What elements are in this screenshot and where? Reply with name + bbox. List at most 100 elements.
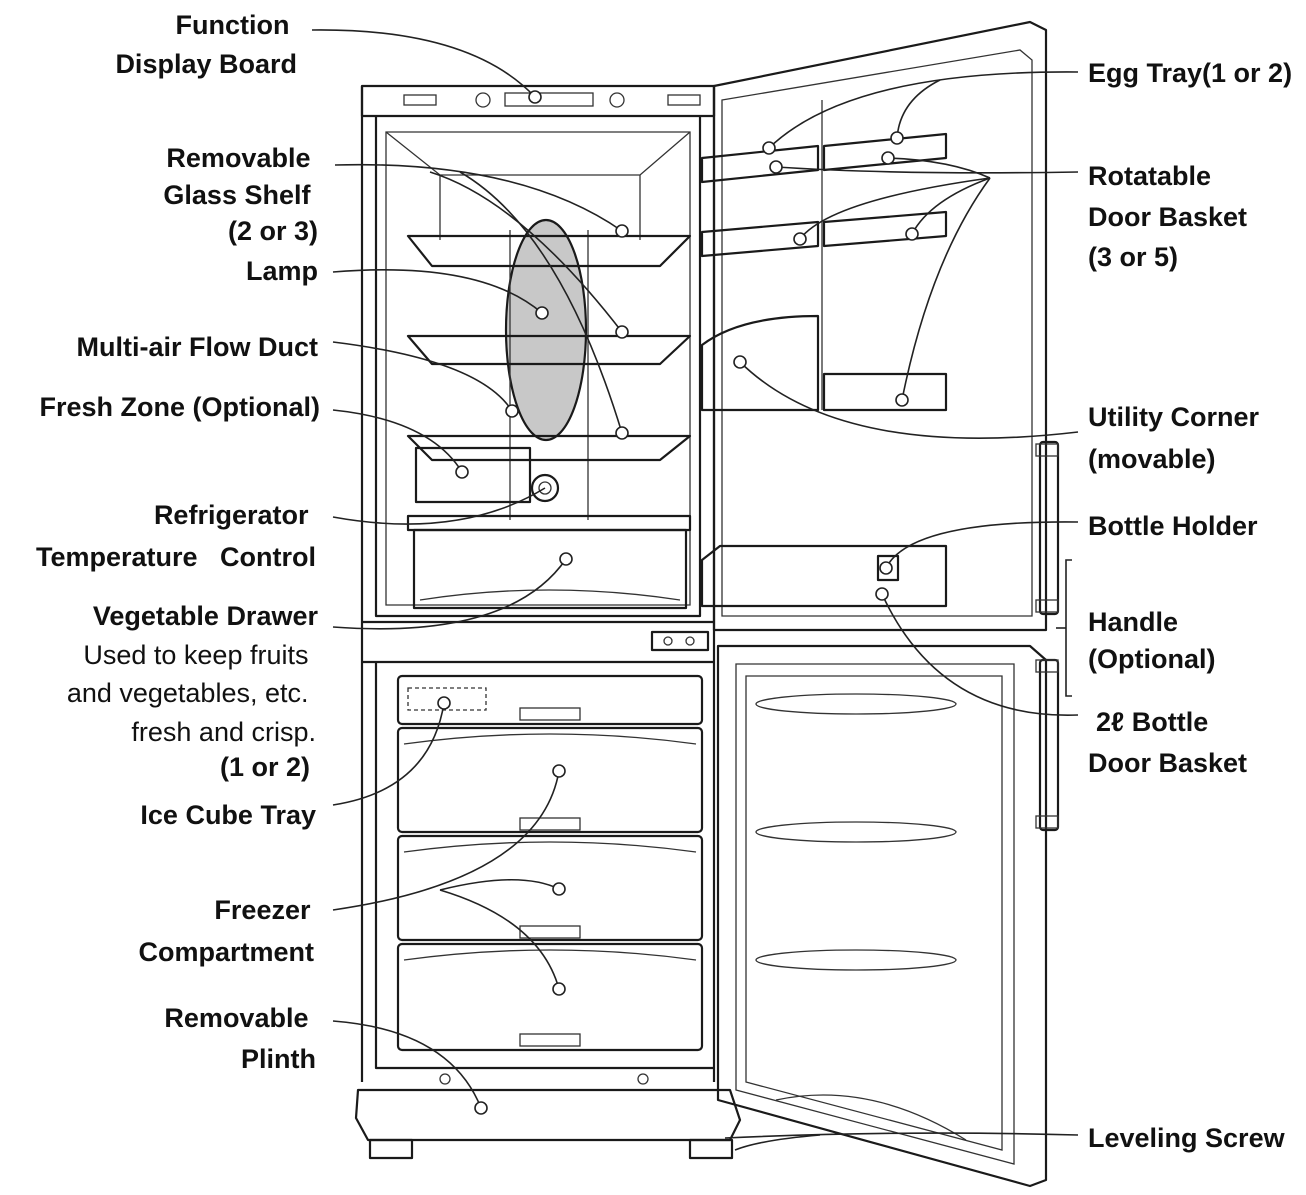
dot-glass-shelf-3 (615, 426, 629, 440)
dot-fresh-zone (455, 465, 469, 479)
upper-handle (1038, 440, 1060, 616)
door-basket-right-2 (822, 372, 948, 412)
label-multi-air-flow-duct: Multi-air Flow Duct (77, 332, 318, 362)
leader-basket-1 (775, 166, 1079, 174)
label-vegetable-drawer-count: (1 or 2) (220, 752, 310, 782)
labels-left: Function Display Board Removable Glass S… (36, 10, 320, 1074)
leader-function-display (311, 29, 536, 98)
freezer-drawer-4 (396, 942, 704, 1052)
lower-handle-cap-top (1035, 659, 1059, 673)
vegetable-drawer-cover (406, 514, 692, 532)
label-handle: Handle (Optional) (1088, 607, 1215, 674)
freezer-drawer-3 (396, 834, 704, 942)
leader-utility-corner (739, 361, 1079, 439)
label-lamp: Lamp (246, 256, 318, 286)
leveling-foot-left (368, 1138, 414, 1160)
leader-leveling-2 (734, 1134, 821, 1151)
leader-freezer-2 (439, 878, 560, 891)
dot-utility-corner (733, 355, 747, 369)
door-rib-2 (755, 821, 957, 843)
leader-temp-control (332, 487, 546, 525)
fridge-rear-edges (439, 175, 641, 240)
label-bottle-door-basket: 2ℓ Bottle Door Basket (1088, 707, 1247, 778)
upper-handle-cap-bottom (1035, 599, 1059, 613)
label-rotatable-door-basket: Rotatable Door Basket (3 or 5) (1088, 161, 1255, 272)
callout-dots (437, 90, 919, 1115)
display-slot-right (667, 94, 701, 106)
leader-ice-tray (332, 702, 445, 806)
dot-air-duct (505, 404, 519, 418)
dot-egg-tray-2 (890, 131, 904, 145)
air-duct-rails (509, 230, 589, 520)
dot-bottle-holder (879, 561, 893, 575)
label-vegetable-drawer: Vegetable Drawer (93, 601, 319, 631)
fridge-ceiling (385, 131, 691, 176)
drawer-3-curve (403, 841, 697, 853)
leader-air-duct (332, 341, 513, 412)
temperature-knob-center (538, 481, 552, 495)
plinth-screw-right (637, 1073, 649, 1085)
refrigerator-illustration (354, 20, 1060, 1188)
dot-basket-5 (895, 393, 909, 407)
display-slot-left (403, 94, 437, 106)
label-refrigerator-temperature-control: Refrigerator Temperature Control (36, 500, 316, 572)
fresh-zone-box (414, 446, 532, 504)
label-fresh-zone: Fresh Zone (Optional) (40, 392, 321, 422)
dot-lamp (535, 306, 549, 320)
drawer-2-handle (519, 817, 581, 831)
ice-tray-outline (407, 687, 487, 711)
door-rib-4 (775, 1094, 967, 1141)
leader-handle-1 (1065, 559, 1072, 697)
leader-bottle-basket (881, 593, 1079, 716)
hinge-screw-right (685, 636, 695, 646)
dot-freezer-2 (552, 882, 566, 896)
leader-glass-shelf-3 (459, 171, 623, 434)
lower-door-gasket (745, 675, 1003, 1151)
leader-glass-shelf-2 (429, 171, 623, 333)
dot-glass-shelf-2 (615, 325, 629, 339)
vegetable-drawer-curve (419, 589, 681, 601)
leader-basket-3 (799, 177, 991, 240)
lower-door (716, 644, 1048, 1188)
label-egg-tray: Egg Tray(1 or 2) (1088, 58, 1292, 88)
glass-shelf-1 (406, 234, 692, 268)
door-basket-left-1 (700, 220, 820, 258)
plinth (354, 1088, 742, 1142)
dot-ice-tray (437, 696, 451, 710)
vegetable-drawer (412, 528, 688, 610)
temperature-knob (530, 473, 560, 503)
dot-freezer-3 (552, 982, 566, 996)
leader-basket-2 (887, 157, 991, 179)
dot-vegetable-drawer (559, 552, 573, 566)
dot-basket-3 (793, 232, 807, 246)
egg-tray-right (822, 132, 948, 172)
leader-plinth (332, 1020, 482, 1109)
labels-right: Egg Tray(1 or 2) Rotatable Door Basket (… (1088, 58, 1292, 1153)
display-knob-right (609, 92, 625, 108)
dot-bottle-basket (875, 587, 889, 601)
leader-leveling-1 (724, 1132, 1079, 1139)
lower-door-liner (735, 663, 1015, 1165)
compartment-divider (362, 620, 714, 664)
freezer-drawer-2 (396, 726, 704, 834)
leader-bottle-holder (885, 521, 1079, 569)
utility-corner-box (700, 314, 820, 412)
label-utility-corner: Utility Corner (movable) (1088, 402, 1267, 474)
fridge-inner-back (385, 131, 691, 606)
leader-basket-5 (901, 177, 991, 401)
label-removable-plinth: Removable Plinth (164, 1003, 316, 1074)
drawer-2-curve (403, 733, 697, 745)
leader-lamp (332, 269, 543, 314)
label-removable-glass-shelf: Removable Glass Shelf (2 or 3) (163, 143, 318, 246)
drawer-3-handle (519, 925, 581, 939)
freezer-drawer-1 (396, 674, 704, 726)
leader-fresh-zone (332, 409, 463, 473)
leveling-foot-right (688, 1138, 734, 1160)
upper-handle-cap-top (1035, 443, 1059, 457)
fridge-liner (374, 116, 702, 618)
leader-freezer-1 (332, 770, 560, 911)
label-function-display-board: Function Display Board (115, 10, 297, 79)
door-rib-1 (755, 693, 957, 715)
leader-egg-tray-2 (896, 79, 941, 139)
lower-handle (1038, 658, 1060, 832)
